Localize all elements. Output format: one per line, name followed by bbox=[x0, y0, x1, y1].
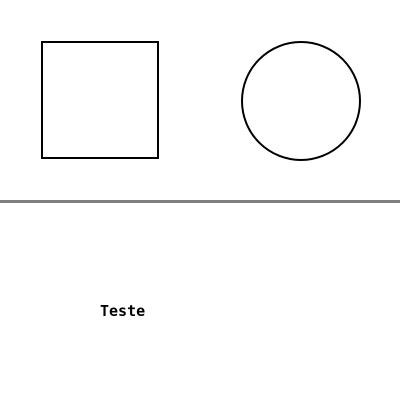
divider-line bbox=[0, 200, 400, 203]
square-shape[interactable] bbox=[41, 41, 159, 159]
text-label[interactable]: Teste bbox=[100, 302, 146, 320]
circle-shape[interactable] bbox=[241, 41, 361, 161]
